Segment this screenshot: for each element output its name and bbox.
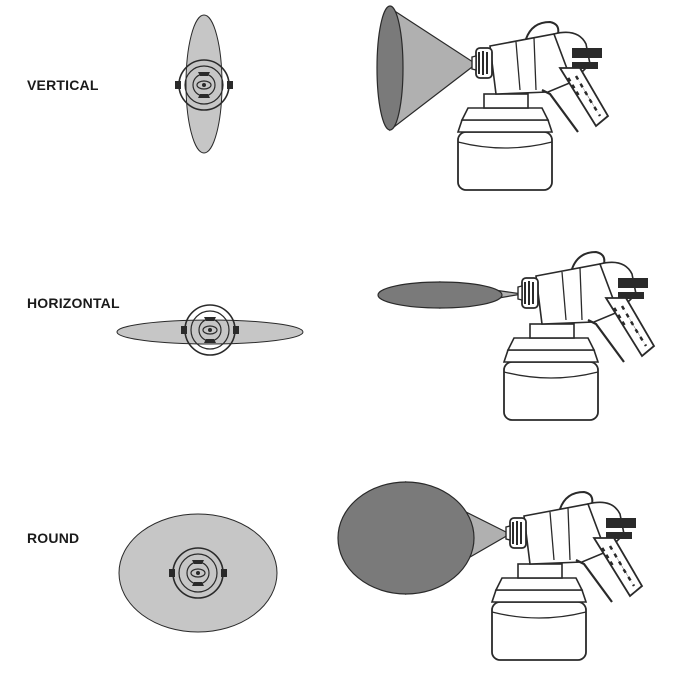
vertical-spray-cone [376,5,478,132]
horizontal-spray-cone [377,281,523,309]
horizontal-pattern-front [116,304,304,356]
round-spray-cone [337,481,512,596]
label-round: ROUND [27,530,80,546]
spray-gun-icon [490,490,644,662]
spray-gun-icon [456,20,610,192]
label-vertical: VERTICAL [27,77,99,93]
vertical-pattern-front [174,14,234,154]
spray-gun-icon [502,250,656,422]
round-pattern-front [118,513,278,633]
label-horizontal: HORIZONTAL [27,295,120,311]
